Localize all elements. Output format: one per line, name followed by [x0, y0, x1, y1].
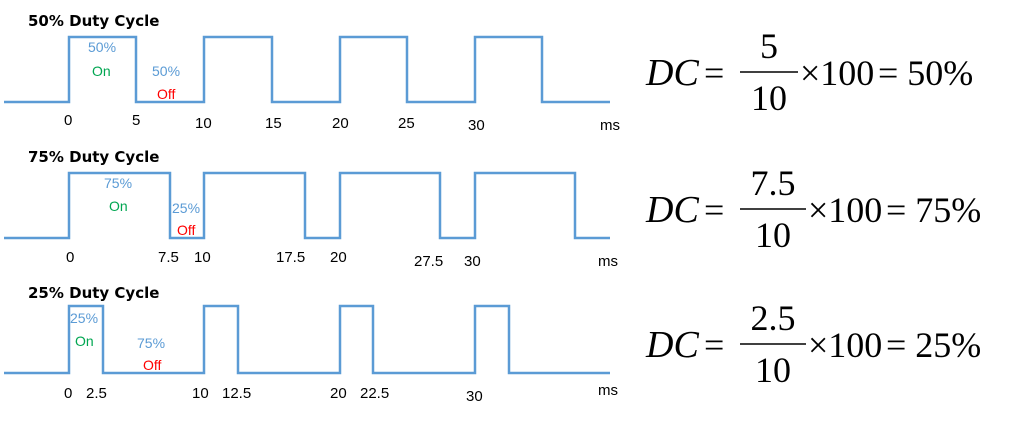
- equation-lhs: DC: [645, 189, 699, 231]
- panel-25: 25% Duty Cycle 25% On 75% Off 0 2.5 10 1…: [4, 284, 618, 405]
- tick-label: 25: [398, 115, 415, 132]
- tick-label: 10: [194, 249, 211, 266]
- tick-label: 27.5: [414, 253, 443, 270]
- tick-label: 20: [330, 249, 347, 266]
- equation-lhs: DC: [645, 324, 699, 366]
- equation-numerator: 5: [760, 26, 778, 66]
- equals-sign: =: [704, 325, 724, 365]
- tick-label: 10: [192, 385, 209, 402]
- tick-label: 20: [330, 385, 347, 402]
- panel-title: 75% Duty Cycle: [28, 148, 159, 166]
- tick-label: 30: [468, 117, 485, 134]
- tick-label: 0: [64, 112, 72, 129]
- tick-label: 2.5: [86, 385, 107, 402]
- equation-75: DC = 7.5 10 ×100 = 75%: [645, 163, 981, 255]
- on-label: On: [75, 333, 94, 349]
- panel-title: 25% Duty Cycle: [28, 284, 159, 302]
- waveform-25: [4, 304, 610, 375]
- equation-multiplier: ×100: [808, 190, 882, 230]
- on-percent: 75%: [104, 175, 132, 191]
- unit-label: ms: [600, 117, 620, 134]
- equation-50: DC = 5 10 ×100 = 50%: [645, 26, 973, 118]
- on-label: On: [92, 63, 111, 79]
- panel-50: 50% Duty Cycle 50% On 50% Off 0 5 10 15 …: [4, 12, 620, 134]
- equation-denominator: 10: [755, 215, 791, 255]
- on-percent: 50%: [88, 39, 116, 55]
- equation-multiplier: ×100: [800, 53, 874, 93]
- tick-label: 7.5: [158, 249, 179, 266]
- off-percent: 25%: [172, 200, 200, 216]
- off-label: Off: [143, 357, 162, 373]
- tick-label: 20: [332, 115, 349, 132]
- off-percent: 50%: [152, 63, 180, 79]
- tick-label: 22.5: [360, 385, 389, 402]
- off-label: Off: [177, 222, 196, 238]
- tick-label: 0: [64, 385, 72, 402]
- equation-numerator: 7.5: [751, 163, 796, 203]
- on-label: On: [109, 198, 128, 214]
- equation-multiplier: ×100: [808, 325, 882, 365]
- equation-denominator: 10: [751, 78, 787, 118]
- tick-label: 30: [464, 253, 481, 270]
- tick-label: 17.5: [276, 249, 305, 266]
- equation-25: DC = 2.5 10 ×100 = 25%: [645, 298, 981, 390]
- equation-result: = 75%: [886, 190, 981, 230]
- equation-lhs: DC: [645, 52, 699, 94]
- tick-label: 12.5: [222, 385, 251, 402]
- on-percent: 25%: [70, 310, 98, 326]
- equation-result: = 50%: [878, 53, 973, 93]
- tick-label: 30: [466, 388, 483, 405]
- waveform-75: [4, 171, 610, 240]
- equation-result: = 25%: [886, 325, 981, 365]
- off-label: Off: [157, 86, 176, 102]
- tick-label: 0: [66, 249, 74, 266]
- tick-label: 15: [265, 115, 282, 132]
- equation-numerator: 2.5: [751, 298, 796, 338]
- panel-75: 75% Duty Cycle 75% On 25% Off 0 7.5 10 1…: [4, 148, 618, 270]
- equals-sign: =: [704, 53, 724, 93]
- tick-label: 10: [195, 115, 212, 132]
- equation-denominator: 10: [755, 350, 791, 390]
- tick-label: 5: [132, 112, 140, 129]
- off-percent: 75%: [137, 335, 165, 351]
- unit-label: ms: [598, 382, 618, 399]
- waveform-50: [4, 35, 610, 104]
- equals-sign: =: [704, 190, 724, 230]
- panel-title: 50% Duty Cycle: [28, 12, 159, 30]
- unit-label: ms: [598, 253, 618, 270]
